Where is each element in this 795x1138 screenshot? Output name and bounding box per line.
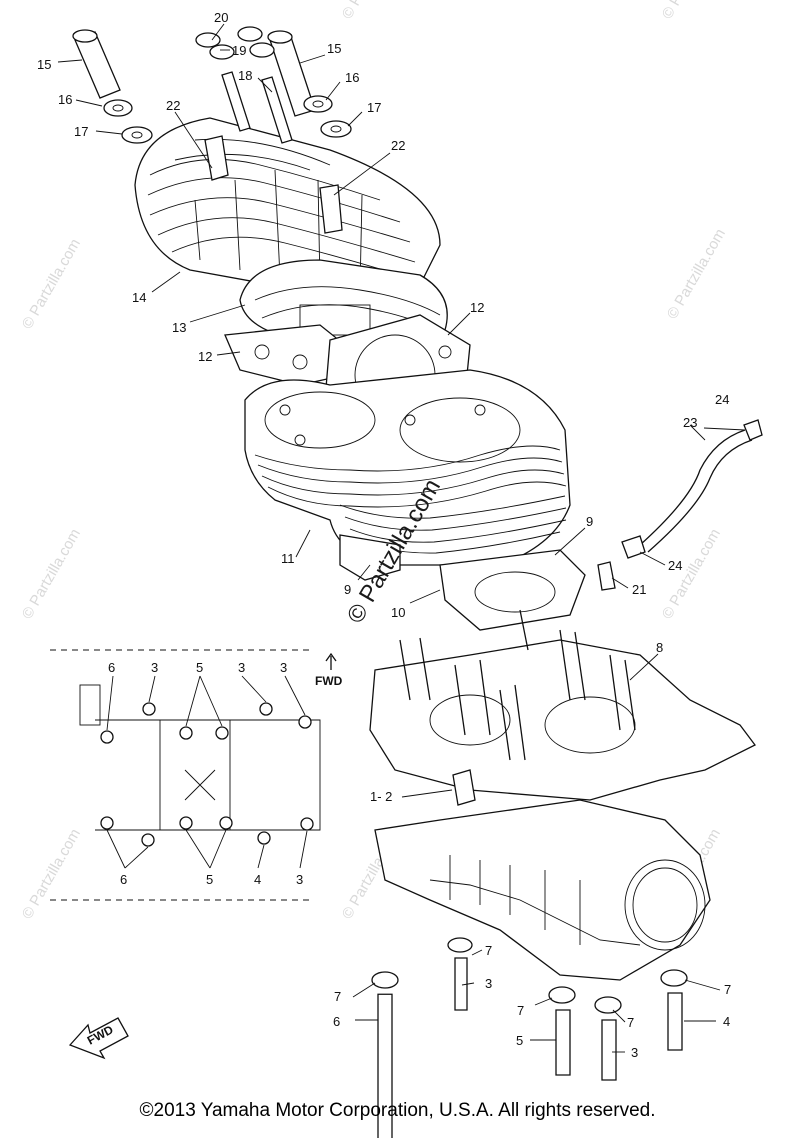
callout-7: 7 [627, 1015, 634, 1030]
callout-22: 22 [166, 98, 180, 113]
callout-19: 19 [232, 43, 246, 58]
callout-17: 17 [367, 100, 381, 115]
fwd-arrow: FWD [68, 1017, 129, 1060]
inset-fwd-label: FWD [315, 674, 343, 688]
inset-callout: 3 [280, 660, 287, 675]
callout-13: 13 [172, 320, 186, 335]
callout-17: 17 [74, 124, 88, 139]
crankcase-bolts [371, 937, 688, 1138]
copyright-notice: ©2013 Yamaha Motor Corporation, U.S.A. A… [139, 1100, 656, 1121]
callout-16: 16 [58, 92, 72, 107]
callout-9: 9 [344, 582, 351, 597]
callouts: 15 15 16 16 17 17 18 19 20 22 22 14 13 1… [37, 10, 731, 1060]
callout-11: 11 [281, 551, 295, 566]
leader-lines [57, 23, 746, 1053]
inset-callout: 3 [238, 660, 245, 675]
callout-10: 10 [391, 605, 405, 620]
callout-4: 4 [723, 1014, 730, 1029]
callout-22: 22 [391, 138, 405, 153]
inset-callout: 6 [108, 660, 115, 675]
callout-18: 18 [238, 68, 252, 83]
callout-15: 15 [327, 41, 341, 56]
callout-7: 7 [334, 989, 341, 1004]
callout-12: 12 [470, 300, 484, 315]
crankcase-lower [374, 769, 711, 981]
watermark: © Partzilla.com [664, 226, 729, 322]
callout-15: 15 [37, 57, 51, 72]
callout-7: 7 [485, 943, 492, 958]
inset-callout: 5 [196, 660, 203, 675]
watermark: © Partzilla.com [659, 526, 724, 622]
callout-24: 24 [715, 392, 729, 407]
callout-21: 21 [632, 582, 646, 597]
watermark: © Partzilla.com [659, 0, 724, 22]
watermark: © Partzilla.com [19, 826, 84, 922]
inset-callout: 5 [206, 872, 213, 887]
watermark: © Partzilla.com [339, 0, 404, 22]
inset-callout: 3 [151, 660, 158, 675]
crankcase-upper-8 [369, 609, 756, 801]
callout-3: 3 [631, 1045, 638, 1060]
callout-3: 3 [485, 976, 492, 991]
callout-5: 5 [516, 1033, 523, 1048]
breather-hose-23 [597, 419, 763, 591]
callout-7: 7 [517, 1003, 524, 1018]
callout-12: 12 [198, 349, 212, 364]
watermark: © Partzilla.com [19, 526, 84, 622]
cylinder-block-11 [244, 369, 571, 566]
callout-24: 24 [668, 558, 682, 573]
inset-callout: 6 [120, 872, 127, 887]
callout-16: 16 [345, 70, 359, 85]
callout-20: 20 [214, 10, 228, 25]
callout-6: 6 [333, 1014, 340, 1029]
bolt-pattern-inset: FWD 6 3 5 3 3 6 5 4 3 [50, 649, 343, 901]
callout-9: 9 [586, 514, 593, 529]
base-gaskets-9 [339, 534, 586, 631]
callout-1-2: 1- 2 [370, 789, 392, 804]
inset-callout: 4 [254, 872, 261, 887]
head-bolts [72, 26, 352, 234]
callout-8: 8 [656, 640, 663, 655]
callout-7: 7 [724, 982, 731, 997]
watermark: © Partzilla.com [19, 236, 84, 332]
callout-23: 23 [683, 415, 697, 430]
inset-callout: 3 [296, 872, 303, 887]
callout-14: 14 [132, 290, 146, 305]
